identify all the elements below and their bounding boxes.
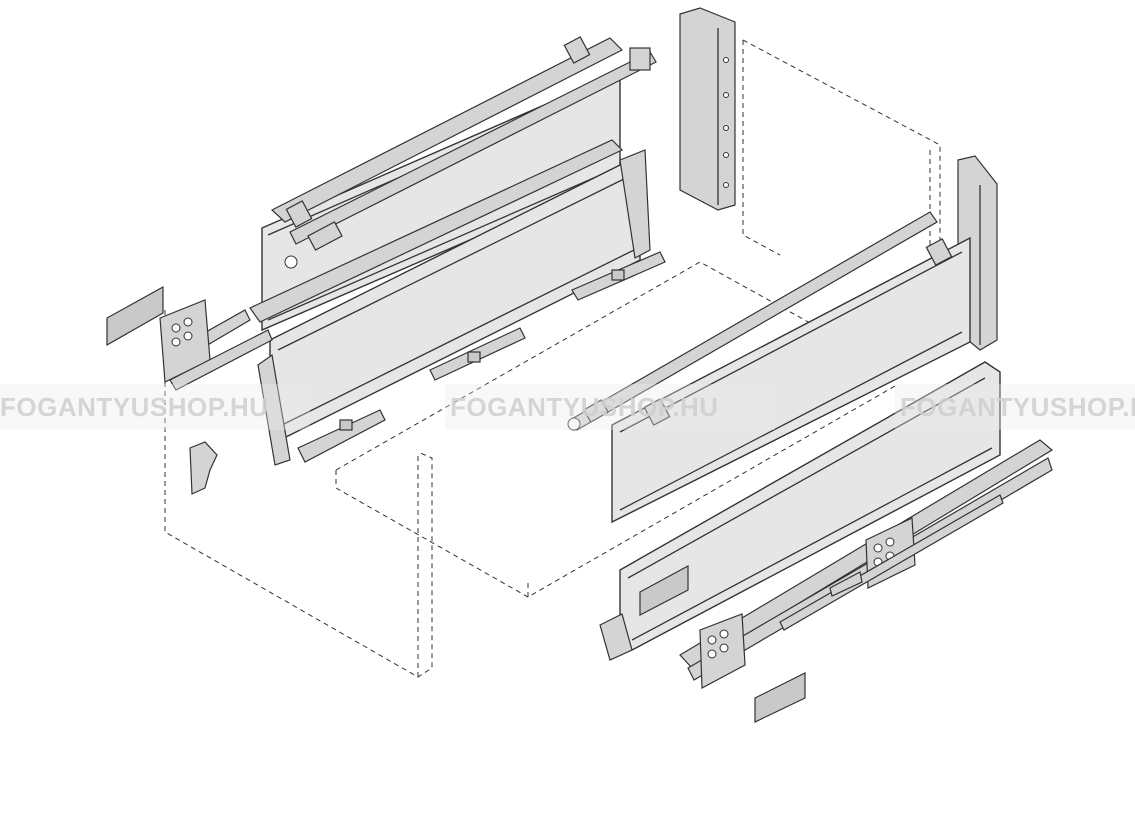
front-fixing-plate bbox=[106, 285, 164, 347]
front-panel-outline bbox=[164, 310, 433, 678]
back-bracket-left bbox=[679, 7, 736, 211]
right-side-panel bbox=[611, 236, 971, 524]
right-runner bbox=[679, 439, 1054, 689]
watermark-band-left bbox=[0, 384, 310, 430]
left-runner bbox=[159, 299, 273, 391]
watermark-band-center bbox=[445, 384, 775, 430]
front-clip bbox=[189, 441, 218, 495]
watermark-band-right bbox=[895, 384, 1135, 430]
rear-fixing-plate bbox=[754, 672, 806, 723]
right-drawer-side bbox=[599, 361, 1001, 661]
right-gallery-rod bbox=[567, 211, 938, 431]
left-side-panel-with-rail bbox=[249, 36, 657, 332]
left-drawer-side bbox=[257, 149, 666, 466]
back-panel-outline bbox=[742, 39, 941, 300]
